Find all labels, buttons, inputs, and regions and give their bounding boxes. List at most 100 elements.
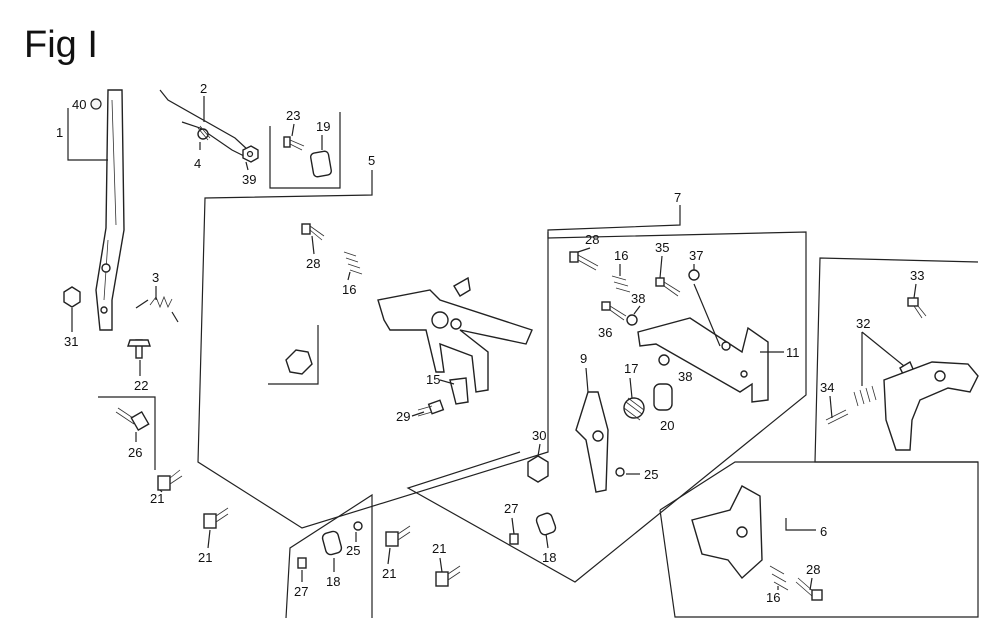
leader-lines: [71, 123, 917, 591]
label-31: 31: [64, 334, 78, 349]
collar-19: [309, 150, 333, 178]
label-29: 29: [396, 409, 410, 424]
spring-17: [623, 397, 645, 421]
label-38-a: 38: [631, 291, 645, 306]
label-16-a: 16: [342, 282, 356, 297]
label-34: 34: [820, 380, 834, 395]
cable-part-2: [159, 89, 249, 159]
spring-16-group7: [611, 275, 631, 293]
label-9: 9: [580, 351, 587, 366]
washer-38-a: [626, 314, 638, 326]
label-15: 15: [426, 372, 440, 387]
label-30: 30: [532, 428, 546, 443]
screw-27-group7: [509, 533, 519, 545]
throttle-bracket: [883, 361, 979, 451]
label-28-c: 28: [806, 562, 820, 577]
label-25-b: 25: [346, 543, 360, 558]
lever-arm-part: [95, 89, 125, 331]
bolt-23: [283, 136, 305, 151]
label-2: 2: [200, 81, 207, 96]
label-21-b: 21: [198, 550, 212, 565]
label-33: 33: [910, 268, 924, 283]
label-20: 20: [660, 418, 674, 433]
washer-37: [688, 269, 700, 281]
label-7: 7: [674, 190, 681, 205]
label-36: 36: [598, 325, 612, 340]
washer-40: [90, 98, 102, 110]
label-32: 32: [856, 316, 870, 331]
bolt-35: [655, 277, 681, 297]
bolt-26: [115, 407, 150, 432]
group-frame-nut: [268, 325, 319, 385]
label-3: 3: [152, 270, 159, 285]
label-21-a: 21: [150, 491, 164, 506]
spring-3: [135, 295, 179, 323]
label-16-b: 16: [614, 248, 628, 263]
label-19: 19: [316, 119, 330, 134]
screw-33: [907, 297, 927, 319]
label-35: 35: [655, 240, 669, 255]
bolt-28-group7: [569, 251, 599, 271]
washer-25-bottom: [353, 521, 363, 531]
label-21-d: 21: [432, 541, 446, 556]
label-5: 5: [368, 153, 375, 168]
bolt-21-a: [157, 469, 183, 491]
label-26: 26: [128, 445, 142, 460]
link-9: [575, 391, 609, 493]
label-37: 37: [689, 248, 703, 263]
bolt-21-b: [203, 507, 229, 529]
bolt-36: [601, 301, 627, 321]
label-23: 23: [286, 108, 300, 123]
figure-title: Fig I: [24, 24, 98, 66]
bracket-11: [637, 317, 769, 403]
label-39: 39: [242, 172, 256, 187]
group-frame-bottom-left: [285, 493, 373, 619]
group-frame-26: [98, 396, 156, 470]
label-38-b: 38: [678, 369, 692, 384]
callout-labels: 40 1 2 4 39 23 19 5 3 31 22 26 21 21 28 …: [56, 81, 924, 605]
label-40: 40: [72, 97, 86, 112]
spring-16-group5: [343, 251, 363, 275]
bolt-21-d: [435, 565, 461, 587]
label-18-b: 18: [326, 574, 340, 589]
label-27-b: 27: [294, 584, 308, 599]
group-frame-19-23: [269, 112, 341, 189]
washer-38-b: [658, 354, 670, 366]
nut-31: [63, 286, 81, 308]
label-27-a: 27: [504, 501, 518, 516]
label-16-c: 16: [766, 590, 780, 605]
nut-group5: [285, 349, 313, 375]
label-28-a: 28: [306, 256, 320, 271]
bolt-34: [825, 409, 849, 425]
group-frame-6: [659, 461, 979, 618]
bolt-21-c: [385, 525, 411, 547]
label-6: 6: [820, 524, 827, 539]
clip-15: [449, 377, 469, 405]
label-18-a: 18: [542, 550, 556, 565]
label-21-c: 21: [382, 566, 396, 581]
label-25-a: 25: [644, 467, 658, 482]
screw-27-bottom: [297, 557, 307, 569]
bracket-6: [691, 485, 763, 580]
spring-16-group6: [769, 565, 789, 591]
collar-18-bottom: [321, 530, 343, 556]
washer-25-group7: [615, 467, 625, 477]
label-1: 1: [56, 125, 63, 140]
pin-22: [127, 339, 151, 359]
bolt-28-group6: [795, 577, 823, 601]
collar-20: [653, 383, 673, 411]
label-28-b: 28: [585, 232, 599, 247]
label-22: 22: [134, 378, 148, 393]
leader-1: [67, 108, 108, 161]
group-frame-7: [406, 205, 807, 583]
nut-30: [527, 455, 549, 483]
bolt-29: [417, 399, 445, 417]
label-4: 4: [194, 156, 201, 171]
label-11: 11: [786, 345, 800, 360]
label-17: 17: [624, 361, 638, 376]
group-frame-5: [197, 170, 549, 529]
bolt-28-group5: [301, 223, 325, 241]
governor-arm-assembly: [377, 276, 533, 393]
